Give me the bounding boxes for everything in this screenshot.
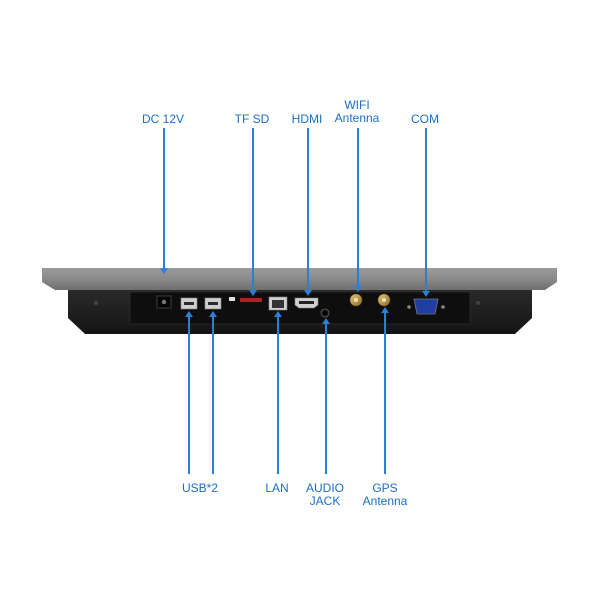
small-button [229,297,235,301]
screw-left [94,301,98,305]
leader-wifi [357,128,359,288]
label-usb-2: USB*2 [181,481,219,495]
com-port [413,298,439,315]
arrow-hdmi [304,290,312,296]
leader-com [425,128,427,293]
leader-usb-2 [212,316,214,474]
leader-audio [325,323,327,474]
arrow-audio [322,318,330,324]
arrow-gps [381,307,389,313]
label-tf-sd: TF SD [234,112,270,126]
screw-right [476,301,480,305]
arrow-usb-2 [209,311,217,317]
front-bezel [42,268,557,290]
leader-gps [384,312,386,474]
label-dc-12v: DC 12V [141,112,185,126]
leader-usb-1 [188,316,190,474]
label-hdmi: HDMI [291,112,323,126]
tf-sd-slot [240,298,262,302]
leader-hdmi [307,128,309,292]
arrow-tfsd [249,290,257,296]
leader-tfsd [252,128,254,292]
label-lan: LAN [265,481,289,495]
leader-lan [277,316,279,474]
arrow-com [422,291,430,297]
arrow-wifi [354,286,362,292]
label-com: COM [411,112,439,126]
arrow-dc [160,268,168,274]
arrow-usb-1 [185,311,193,317]
arrow-lan [274,311,282,317]
leader-dc [163,128,165,270]
